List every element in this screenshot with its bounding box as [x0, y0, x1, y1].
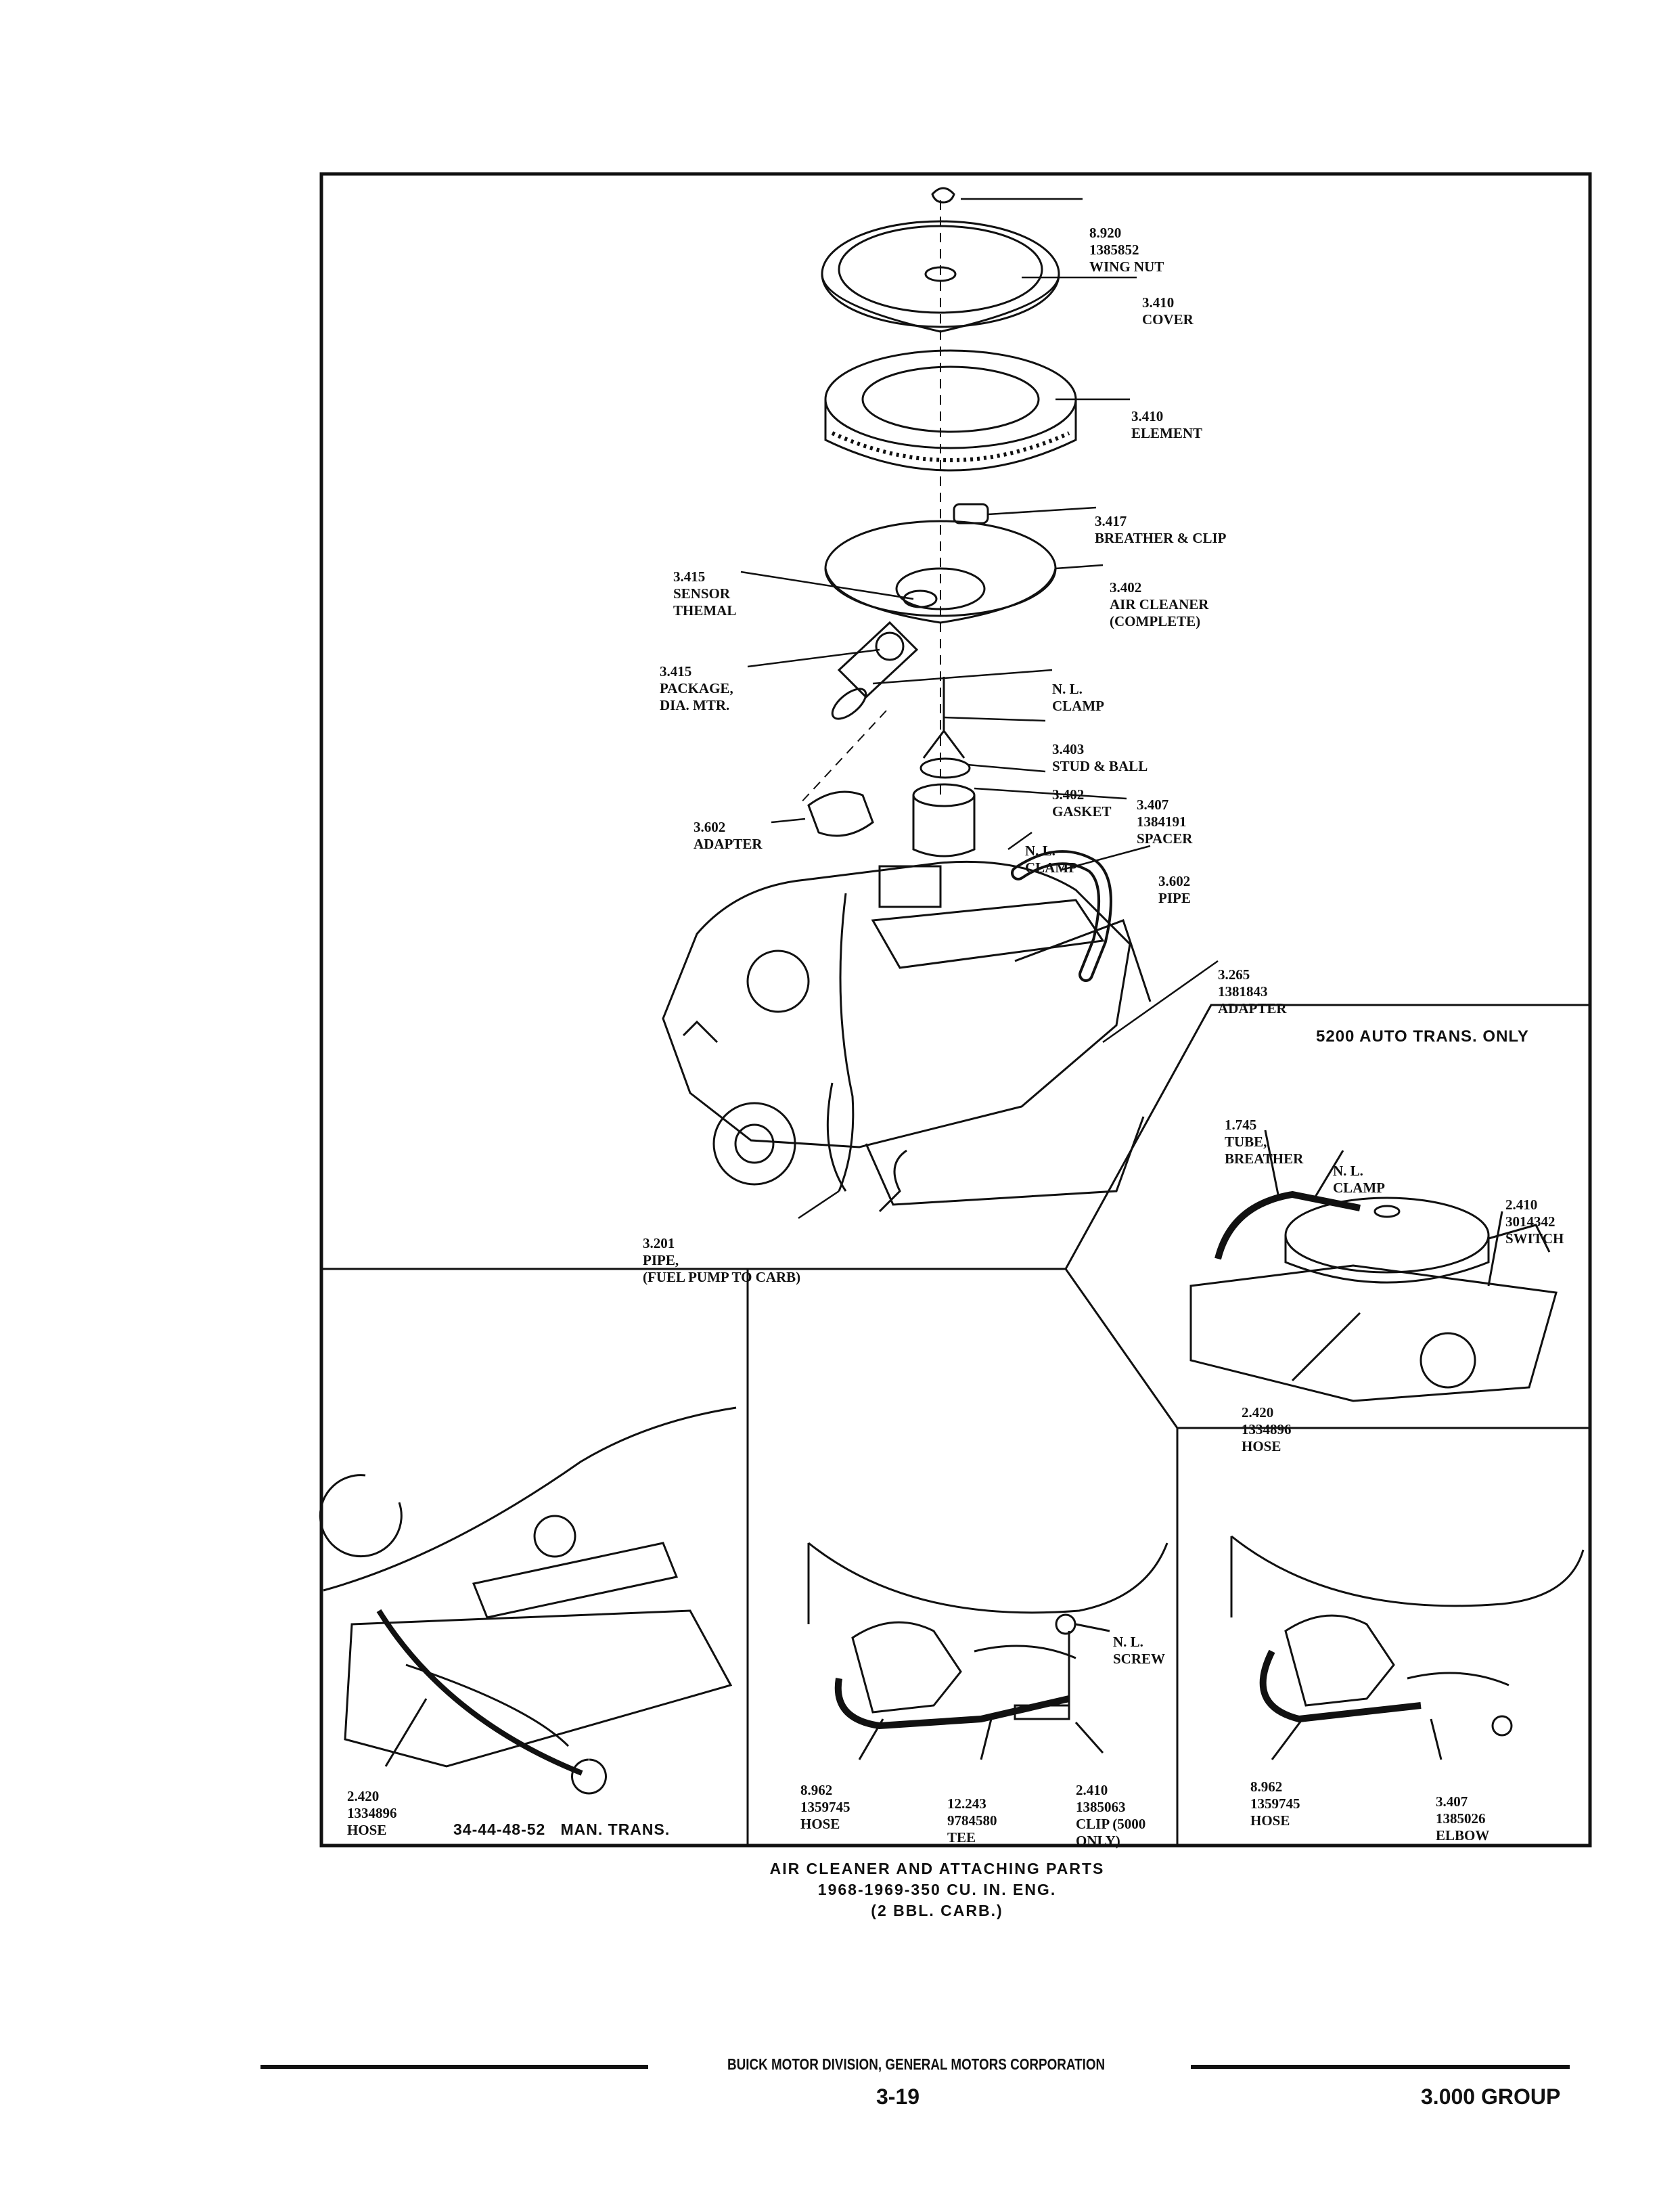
spacer-shape	[912, 795, 976, 857]
label-clamp-upper: N. L.CLAMP	[1052, 681, 1104, 714]
label-clamp-lower: N. L.CLAMP	[1025, 843, 1077, 876]
figure-caption: AIR CLEANER AND ATTACHING PARTS 1968-196…	[744, 1858, 1130, 1921]
label-auto-clamp: N. L.CLAMP	[1333, 1163, 1385, 1196]
auto-trans-sketch	[1189, 1130, 1558, 1402]
auto-panel-title: 5200 AUTO TRANS. ONLY	[1316, 1027, 1529, 1046]
engine-shape	[662, 860, 1131, 1148]
exploded-stack	[662, 187, 1152, 1213]
gasket-shape	[920, 757, 971, 779]
wing-nut-shape	[931, 187, 955, 204]
caption-line-2: 1968-1969-350 CU. IN. ENG.	[817, 1881, 1057, 1898]
footer-page-number: 3-19	[876, 2084, 920, 2109]
label-screw: N. L.SCREW	[1113, 1634, 1166, 1667]
fuel-pipe-shape	[838, 893, 855, 1192]
leader-lines	[740, 198, 1219, 1220]
man-panel-caption: 34-44-48-52 MAN. TRANS.	[453, 1821, 671, 1838]
diagram-frame	[319, 172, 1592, 1848]
adapter-left-shape	[807, 790, 874, 837]
mid-panel-sketch	[807, 1542, 1168, 1760]
footer-division: BUICK MOTOR DIVISION, GENERAL MOTORS COR…	[727, 2055, 1106, 2073]
caption-line-1: AIR CLEANER AND ATTACHING PARTS	[769, 1860, 1105, 1877]
snorkel-shape	[837, 621, 919, 699]
man-trans-sketch	[319, 1406, 737, 1795]
caption-line-3: (2 BBL. CARB.)	[871, 1902, 1003, 1919]
footer-group: 3.000 GROUP	[1421, 2084, 1561, 2109]
right-panel-sketch	[1230, 1535, 1585, 1760]
